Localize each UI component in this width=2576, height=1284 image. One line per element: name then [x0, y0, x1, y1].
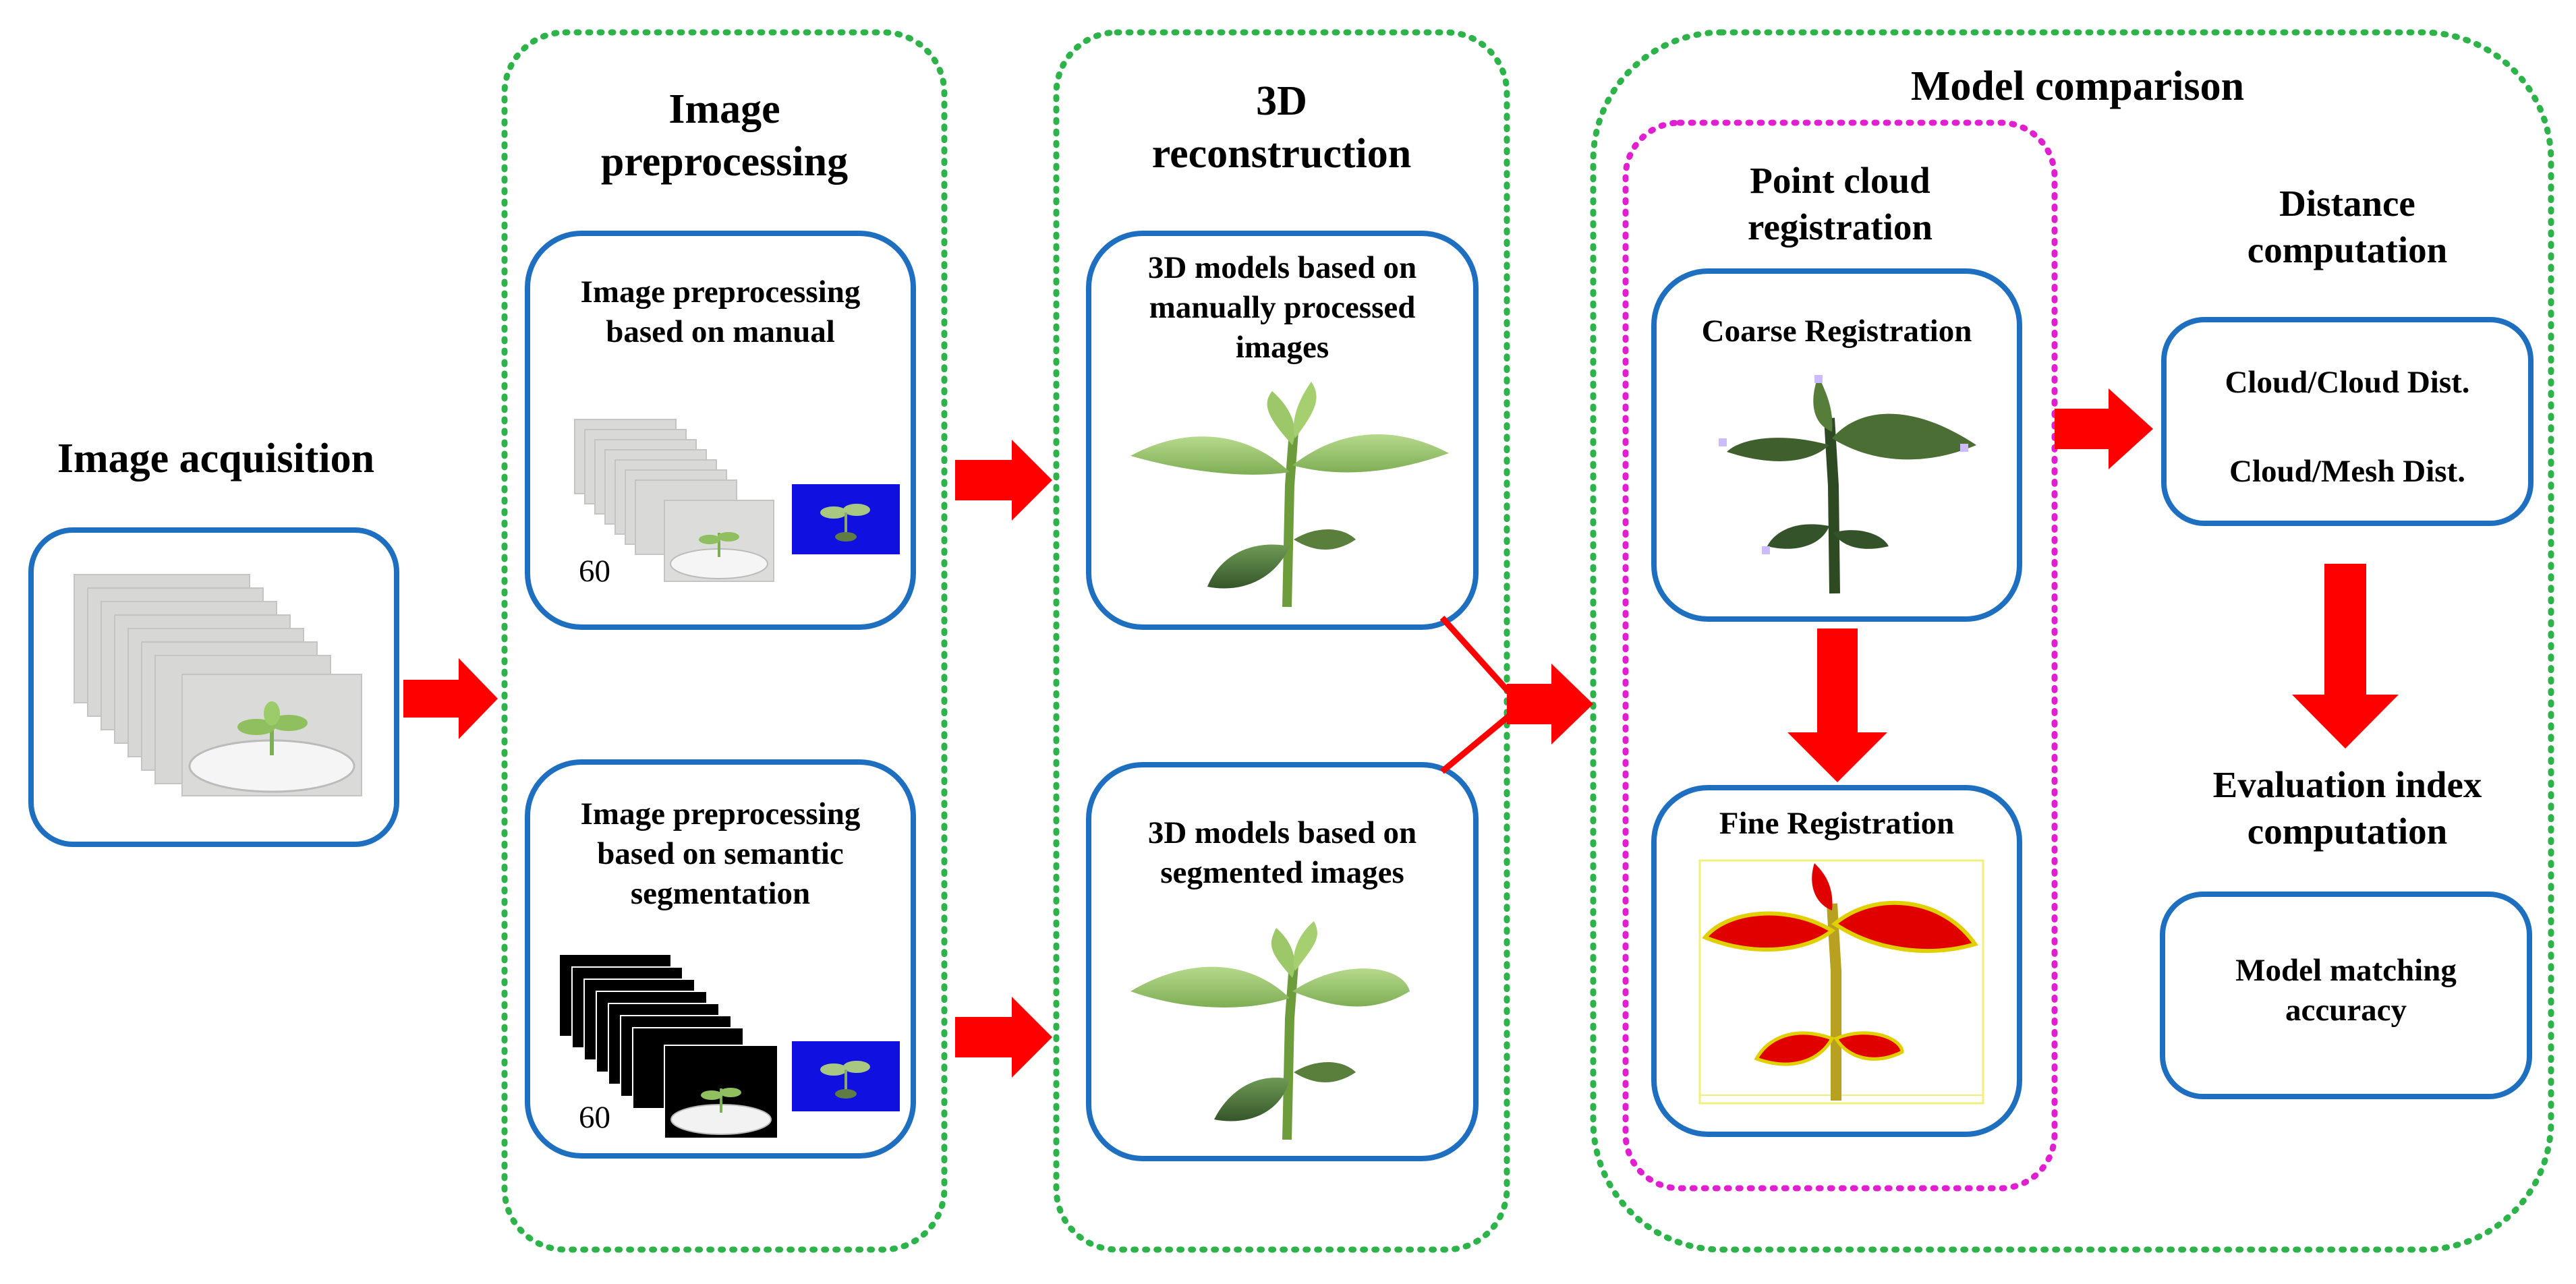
manual-preprocess-line2: based on manual	[606, 314, 835, 349]
distance-title-line2: computation	[2247, 229, 2448, 270]
evaluation-result-label: Model matching accuracy	[2163, 951, 2529, 1030]
cloud-mesh-label: Cloud/Mesh Dist.	[2229, 454, 2465, 489]
plant-3d-model-icon-manual	[1130, 382, 1449, 608]
semantic-preprocess-line3: segmentation	[630, 875, 811, 911]
distance-box	[2161, 317, 2534, 526]
registration-title: Point cloud registration	[1626, 158, 2055, 251]
preprocessing-title: Image preprocessing	[505, 84, 944, 188]
evaluation-title-line2: computation	[2247, 810, 2448, 852]
preprocessing-title-line1: Image	[668, 86, 780, 132]
segmented-model-line1: 3D models based on	[1147, 815, 1417, 850]
evaluation-box	[2160, 892, 2532, 1099]
manual-photo-stack-icon	[574, 419, 774, 582]
reconstruction-title: 3D reconstruction	[1056, 76, 1507, 180]
registration-point-cloud-icon	[1719, 375, 1976, 594]
preprocessing-group	[501, 29, 948, 1253]
manual-model-label: 3D models based on manually processed im…	[1089, 248, 1476, 367]
manual-model-line1: 3D models based on	[1147, 250, 1417, 285]
acquisition-title: Image acquisition	[57, 436, 375, 482]
merge-lines	[1439, 615, 1516, 774]
distance-title-line1: Distance	[2279, 183, 2415, 224]
segmented-model-line2: segmented images	[1160, 854, 1404, 890]
evaluation-result-line2: accuracy	[2285, 992, 2407, 1028]
semantic-image-count: 60	[579, 1100, 610, 1135]
manual-model-line3: images	[1235, 329, 1329, 365]
registration-title-line1: Point cloud	[1750, 160, 1930, 201]
plant-3d-model-icon-segmented	[1130, 921, 1410, 1140]
manual-model-line2: manually processed	[1149, 289, 1416, 325]
evaluation-title: Evaluation index computation	[2138, 762, 2556, 855]
segmented-stack-icon	[560, 955, 778, 1139]
evaluation-title-line1: Evaluation index	[2212, 764, 2482, 805]
flow-arrow-icon	[403, 388, 2399, 1078]
manual-preprocess-label: Image preprocessing based on manual	[527, 272, 913, 352]
semantic-preprocess-line1: Image preprocessing	[580, 796, 861, 831]
blue-background-plant-icon-2	[792, 1041, 900, 1111]
registration-group	[1622, 119, 2058, 1192]
fine-registration-model-icon	[1698, 859, 1984, 1105]
reconstruction-title-line2: reconstruction	[1151, 130, 1412, 177]
segmented-model-label: 3D models based on segmented images	[1089, 813, 1476, 893]
evaluation-result-line1: Model matching	[2235, 953, 2457, 988]
registration-title-line2: registration	[1748, 206, 1933, 247]
coarse-registration-label: Coarse Registration	[1701, 314, 1972, 349]
manual-preprocess-line1: Image preprocessing	[580, 274, 861, 310]
semantic-preprocess-line2: based on semantic	[597, 836, 844, 871]
reconstruction-group	[1053, 29, 1510, 1253]
manual-image-count: 60	[579, 554, 610, 589]
distance-title: Distance computation	[2164, 181, 2531, 274]
semantic-preprocess-label: Image preprocessing based on semantic se…	[527, 794, 913, 913]
fine-registration-label: Fine Registration	[1719, 806, 1955, 841]
reconstruction-title-line1: 3D	[1256, 78, 1307, 124]
preprocessing-title-line2: preprocessing	[600, 138, 849, 185]
plant-photo-stack-icon	[74, 574, 362, 796]
blue-background-plant-icon	[792, 484, 900, 554]
comparison-title: Model comparison	[1910, 63, 2245, 109]
cloud-cloud-label: Cloud/Cloud Dist.	[2225, 365, 2470, 400]
coarse-registration-box	[1651, 268, 2022, 622]
